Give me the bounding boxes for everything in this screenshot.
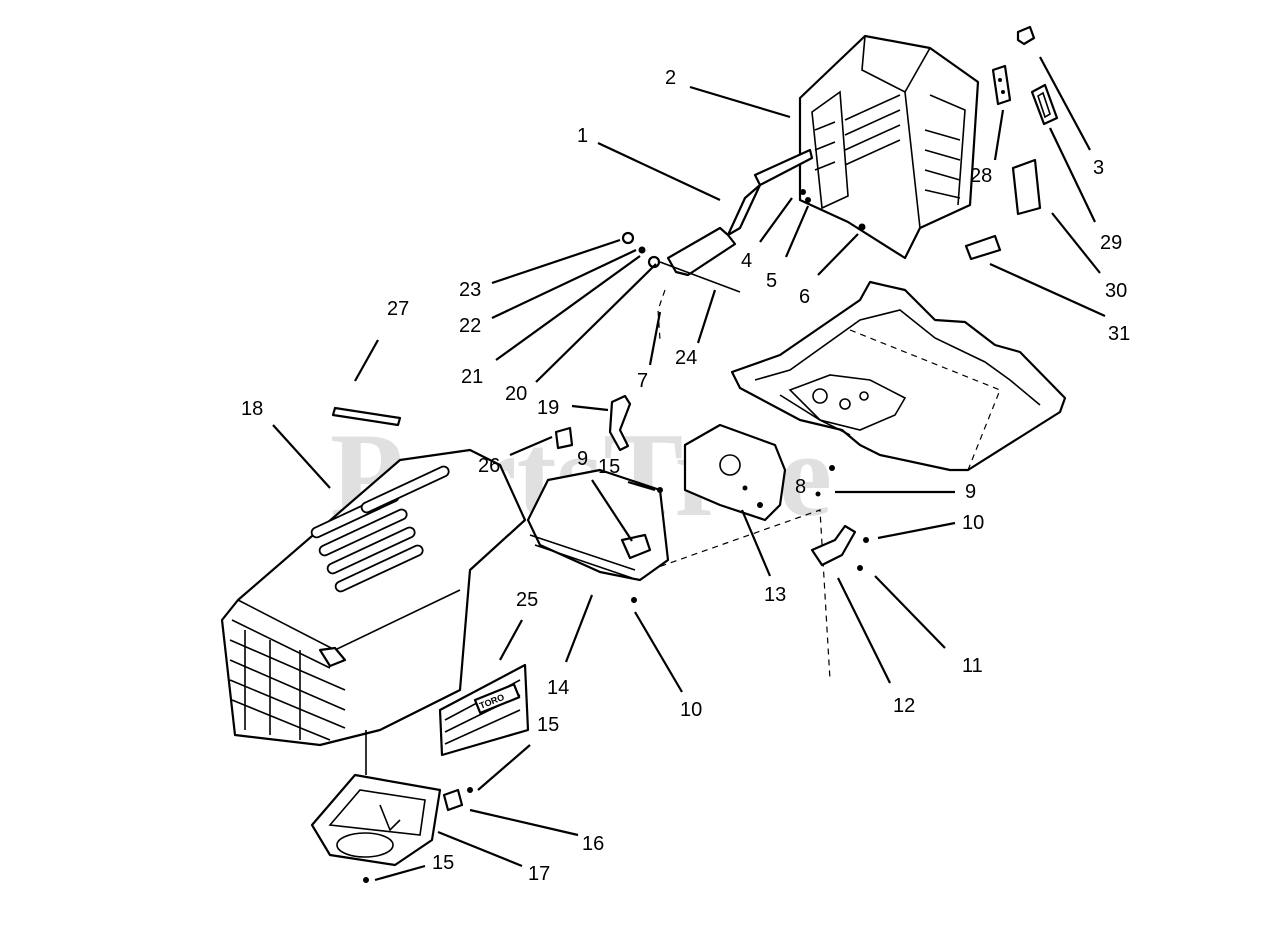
part-panel-13 bbox=[683, 423, 787, 522]
callout-10-a: 10 bbox=[962, 512, 984, 534]
callout-4: 4 bbox=[741, 250, 752, 272]
callout-10-b: 10 bbox=[680, 699, 702, 721]
callout-16: 16 bbox=[582, 833, 604, 855]
callout-12: 12 bbox=[893, 695, 915, 717]
callout-28: 28 bbox=[970, 165, 992, 187]
callout-27: 27 bbox=[387, 298, 409, 320]
callout-30: 30 bbox=[1105, 280, 1127, 302]
callout-21: 21 bbox=[461, 366, 483, 388]
callout-6: 6 bbox=[799, 286, 810, 308]
callout-24: 24 bbox=[675, 347, 697, 369]
callout-18: 18 bbox=[241, 398, 263, 420]
callout-15-b: 15 bbox=[537, 714, 559, 736]
part-bracket-19 bbox=[608, 394, 632, 452]
callout-19: 19 bbox=[537, 397, 559, 419]
callout-31: 31 bbox=[1108, 323, 1130, 345]
decal-28 bbox=[991, 64, 1012, 106]
callout-15-c: 15 bbox=[432, 852, 454, 874]
callout-1: 1 bbox=[577, 125, 588, 147]
callout-11: 11 bbox=[962, 655, 983, 677]
callout-5: 5 bbox=[766, 270, 777, 292]
part-footrest-frame bbox=[730, 280, 1067, 472]
callout-23: 23 bbox=[459, 279, 481, 301]
part-trim-strip bbox=[331, 406, 402, 427]
part-lever-assembly bbox=[621, 148, 814, 293]
part-bracket-12 bbox=[810, 524, 857, 567]
callout-8: 8 bbox=[795, 476, 806, 498]
fasteners bbox=[363, 189, 869, 883]
callout-25: 25 bbox=[516, 589, 538, 611]
callout-13: 13 bbox=[764, 584, 786, 606]
decal-31 bbox=[964, 234, 1002, 261]
callout-15-a: 15 bbox=[598, 456, 620, 478]
callout-9-b: 9 bbox=[965, 481, 976, 503]
callout-17: 17 bbox=[528, 863, 550, 885]
decal-26 bbox=[554, 426, 574, 450]
leader-lines bbox=[272, 56, 1106, 882]
part-hood bbox=[220, 448, 527, 747]
callout-7: 7 bbox=[637, 370, 648, 392]
callout-2: 2 bbox=[665, 67, 676, 89]
callout-14: 14 bbox=[547, 677, 569, 699]
callout-29: 29 bbox=[1100, 232, 1122, 254]
decal-29 bbox=[1030, 83, 1059, 126]
part-rear-seat-body bbox=[798, 34, 980, 260]
decal-30 bbox=[1011, 158, 1042, 216]
callout-22: 22 bbox=[459, 315, 481, 337]
callout-26: 26 bbox=[478, 455, 500, 477]
callout-9-a: 9 bbox=[577, 448, 588, 470]
part-clip-16 bbox=[442, 788, 464, 812]
part-knob bbox=[1016, 25, 1036, 46]
callout-20: 20 bbox=[505, 383, 527, 405]
part-side-decal: TORO bbox=[438, 663, 530, 757]
callout-labels: 1 2 3 4 5 6 7 8 9 9 10 10 11 12 13 14 15… bbox=[241, 67, 1130, 885]
callout-3: 3 bbox=[1093, 157, 1104, 179]
part-bottom-tray bbox=[310, 773, 442, 867]
part-front-cowl bbox=[526, 468, 670, 582]
